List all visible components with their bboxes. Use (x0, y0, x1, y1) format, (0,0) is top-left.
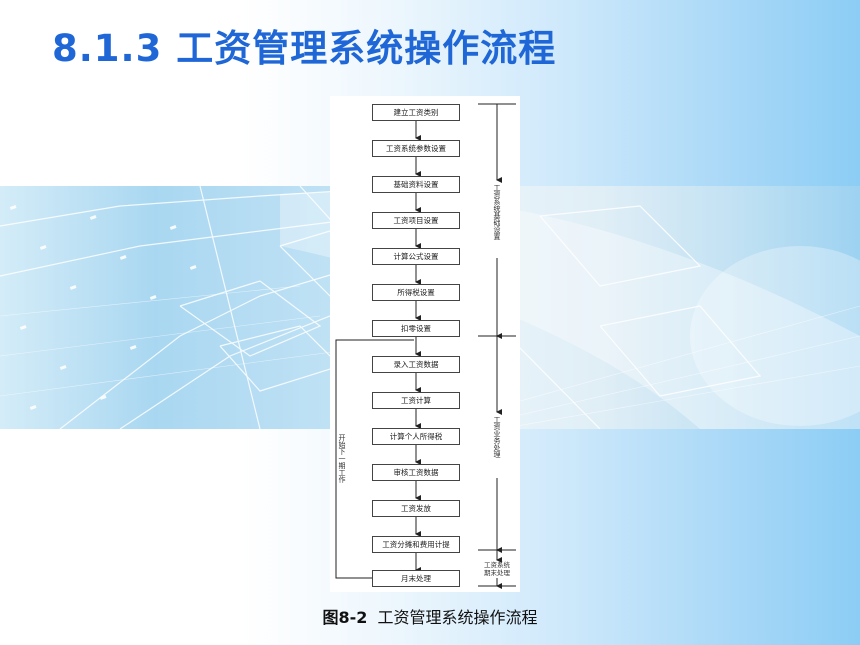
flow-step-1: 建立工资类别 (372, 104, 460, 121)
flow-step-4: 工资项目设置 (372, 212, 460, 229)
phase-label-business: 工资业务处理 (493, 416, 501, 458)
phase-label-period-end-line1: 工资系统 (484, 561, 510, 569)
loop-back-connector (335, 339, 414, 579)
flow-step-7: 扣零设置 (372, 320, 460, 337)
flowchart-connectors (335, 103, 516, 589)
figure-caption: 图8-2 工资管理系统操作流程 (0, 604, 860, 628)
phase-label-period-end-line2: 期末处理 (484, 569, 510, 577)
flow-step-3: 基础资料设置 (372, 176, 460, 193)
flow-step-5: 计算公式设置 (372, 248, 460, 265)
slide-title: 8.1.3 工资管理系统操作流程 (52, 27, 557, 70)
flow-step-11: 审核工资数据 (372, 464, 460, 481)
loop-label: 开始下一期工作 (338, 434, 346, 483)
phase-label-setup: 工资系统基础设置 (493, 184, 501, 240)
flow-step-9: 工资计算 (372, 392, 460, 409)
phase-label-period-end: 工资系统 期末处理 (476, 561, 518, 577)
flow-step-12: 工资发放 (372, 500, 460, 517)
flow-step-14: 月末处理 (372, 570, 460, 587)
figure-caption-text: 工资管理系统操作流程 (377, 608, 538, 627)
flow-step-2: 工资系统参数设置 (372, 140, 460, 157)
flow-step-8: 录入工资数据 (372, 356, 460, 373)
flowchart-diagram: 建立工资类别 工资系统参数设置 基础资料设置 工资项目设置 计算公式设置 所得税… (330, 96, 520, 592)
flow-step-6: 所得税设置 (372, 284, 460, 301)
figure-number: 图8-2 (322, 608, 368, 627)
flow-step-10: 计算个人所得税 (372, 428, 460, 445)
flow-step-13: 工资分摊和费用计提 (372, 536, 460, 553)
